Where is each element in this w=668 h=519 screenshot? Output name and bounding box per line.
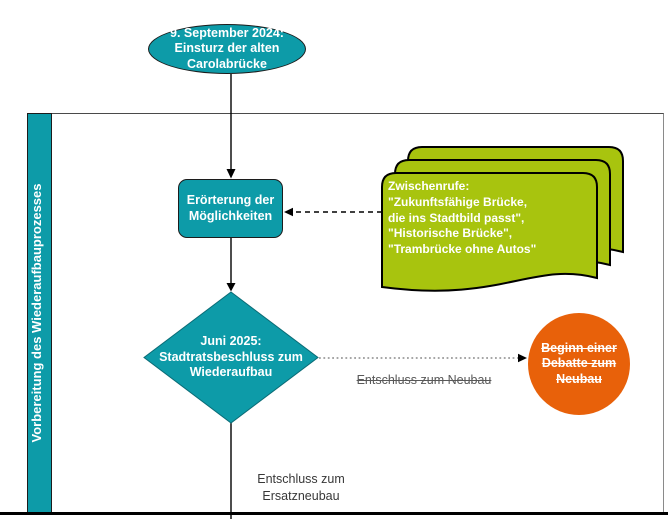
rejected-outcome-circle[interactable]: Beginn einer Debatte zum Neubau [528,313,630,415]
swimlane-title-bar[interactable] [27,113,52,513]
documents-shape[interactable] [380,145,628,297]
start-event-label: 9. September 2024: Einsturz der alten Ca… [170,25,284,71]
rejected-outcome-label: Beginn einer Debatte zum Neubau [541,340,617,386]
start-event-ellipse[interactable]: 9. September 2024: Einsturz der alten Ca… [148,24,306,74]
swimlane-title: Vorbereitung des Wiederaufbauprozesses [29,183,44,443]
bottom-border-line [0,512,668,515]
process-step-label: Erörterung der Möglichkeiten [186,193,275,223]
edge-label-neubau: Entschluss zum Neubau [356,373,492,387]
documents-label: Zwischenrufe: "Zukunftsfähige Brücke, di… [388,179,537,257]
decision-label: Juni 2025: Stadtratsbeschluss zum Wieder… [159,334,303,380]
document-page-front [381,172,598,292]
edge-label-ersatzneubau: Entschluss zum Ersatzneubau [257,472,345,503]
process-step-box[interactable]: Erörterung der Möglichkeiten [178,179,283,238]
